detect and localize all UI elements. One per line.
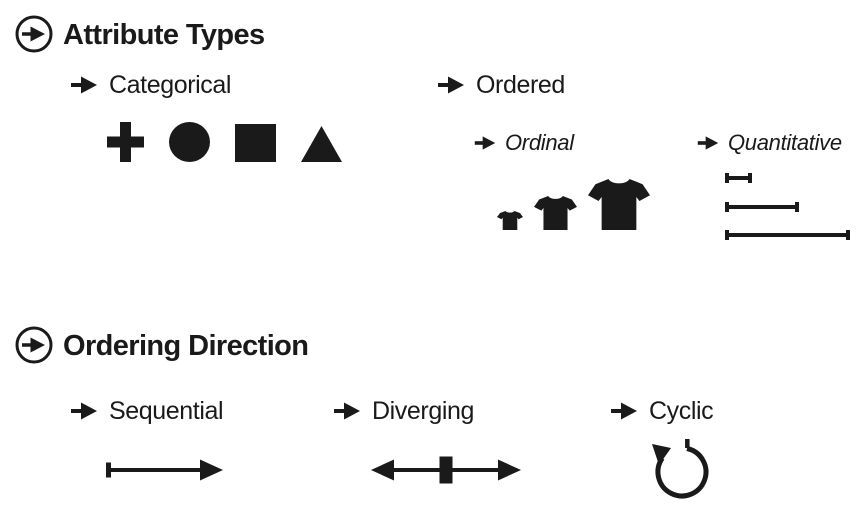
- triangle-shape-icon: [301, 126, 342, 162]
- right-arrow-icon: [474, 136, 496, 150]
- cyclic-label: Cyclic: [649, 396, 714, 425]
- diverging-item: Diverging: [333, 394, 474, 428]
- quantitative-label: Quantitative: [728, 130, 842, 155]
- quantitative-item: Quantitative: [697, 130, 842, 156]
- tshirt-medium-icon: [534, 196, 577, 230]
- quantitative-lines-icon: [725, 173, 850, 240]
- ordered-item: Ordered: [437, 67, 565, 103]
- tshirt-sizes-glyph: [497, 179, 650, 230]
- tshirt-small-icon: [497, 211, 523, 230]
- section-title-attribute-types: Attribute Types: [63, 19, 265, 51]
- cyclic-item: Cyclic: [610, 394, 714, 428]
- ordinal-item: Ordinal: [474, 130, 574, 156]
- tshirt-large-icon: [588, 179, 650, 230]
- circled-right-arrow-icon: [15, 326, 53, 364]
- ordered-label: Ordered: [476, 70, 565, 99]
- categorical-label: Categorical: [109, 70, 232, 99]
- categorical-item: Categorical: [70, 67, 231, 103]
- sequential-arrow-icon: [106, 459, 223, 481]
- right-arrow-icon: [71, 402, 97, 420]
- right-arrow-icon: [71, 76, 97, 94]
- right-arrow-icon: [334, 402, 360, 420]
- circle-shape-icon: [169, 122, 210, 162]
- right-arrow-icon: [438, 76, 464, 94]
- cyclic-arrow-icon: [652, 439, 709, 499]
- categorical-shapes: [107, 122, 342, 162]
- sequential-item: Sequential: [70, 394, 224, 428]
- circled-right-arrow-icon: [15, 15, 53, 53]
- right-arrow-icon: [697, 136, 719, 150]
- plus-shape-icon: [107, 122, 144, 162]
- section-title-ordering-direction: Ordering Direction: [63, 330, 309, 362]
- sequential-label: Sequential: [109, 396, 224, 425]
- cyclic-label: Diverging: [372, 396, 475, 425]
- ordinal-label: Ordinal: [505, 130, 574, 155]
- right-arrow-icon: [611, 402, 637, 420]
- square-shape-icon: [235, 124, 276, 162]
- diverging-arrow-icon: [371, 456, 521, 484]
